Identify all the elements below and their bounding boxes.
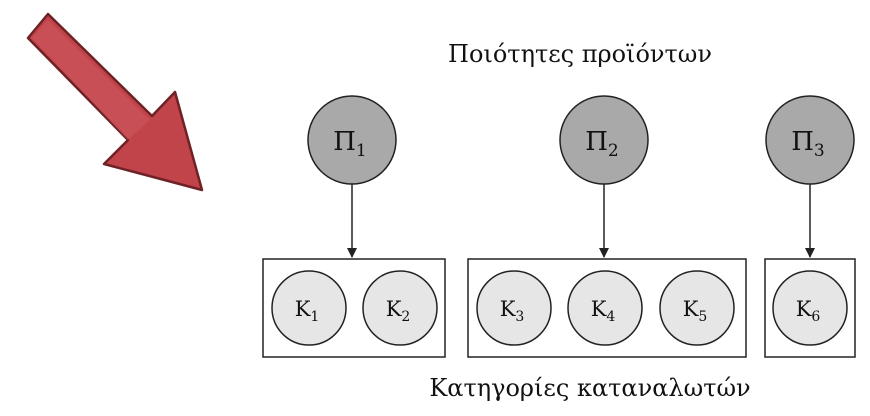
product-qualities-title: Ποιότητες προϊόντων <box>448 40 712 68</box>
product-node-2-index: 2 <box>608 141 619 161</box>
consumer-node-3-letter: Κ <box>500 297 516 321</box>
svg-text:Κ4: Κ4 <box>591 297 616 325</box>
consumer-node-6-index: 6 <box>811 309 820 325</box>
product-node-3: Π3 <box>765 95 855 185</box>
consumer-group-2 <box>467 258 747 358</box>
svg-text:Κ2: Κ2 <box>386 297 411 325</box>
product-node-3-index: 3 <box>814 141 825 161</box>
consumer-categories-title: Κατηγορίες καταναλωτών <box>429 374 750 402</box>
consumer-node-1-index: 1 <box>310 309 319 325</box>
consumer-node-4-index: 4 <box>606 309 615 325</box>
consumer-group-1 <box>262 258 446 358</box>
svg-text:Π3: Π3 <box>791 127 825 161</box>
consumer-node-2-letter: Κ <box>386 297 402 321</box>
consumer-node-5: Κ5 <box>659 270 735 346</box>
product-node-1-letter: Π <box>333 127 356 157</box>
consumer-node-1-letter: Κ <box>295 297 311 321</box>
consumer-node-6-letter: Κ <box>796 297 812 321</box>
svg-text:Π1: Π1 <box>333 127 367 161</box>
product-node-3-letter: Π <box>791 127 814 157</box>
consumer-node-2-index: 2 <box>401 309 410 325</box>
consumer-node-3-index: 3 <box>515 309 524 325</box>
svg-text:Κ6: Κ6 <box>796 297 821 325</box>
consumer-node-4: Κ4 <box>567 270 643 346</box>
consumer-node-4-letter: Κ <box>591 297 607 321</box>
product-node-1-index: 1 <box>356 141 367 161</box>
product-node-2: Π2 <box>559 95 649 185</box>
consumer-node-5-index: 5 <box>698 309 707 325</box>
consumer-node-3: Κ3 <box>476 270 552 346</box>
consumer-node-2: Κ2 <box>362 270 438 346</box>
consumer-group-3 <box>764 258 856 358</box>
product-node-1: Π1 <box>307 95 397 185</box>
pointer-arrow-icon <box>26 12 204 192</box>
svg-text:Π2: Π2 <box>585 127 619 161</box>
svg-text:Κ5: Κ5 <box>683 297 708 325</box>
svg-text:Κ1: Κ1 <box>295 297 320 325</box>
consumer-node-5-letter: Κ <box>683 297 699 321</box>
svg-text:Κ3: Κ3 <box>500 297 525 325</box>
consumer-node-1: Κ1 <box>271 270 347 346</box>
product-node-2-letter: Π <box>585 127 608 157</box>
consumer-node-6: Κ6 <box>772 270 848 346</box>
